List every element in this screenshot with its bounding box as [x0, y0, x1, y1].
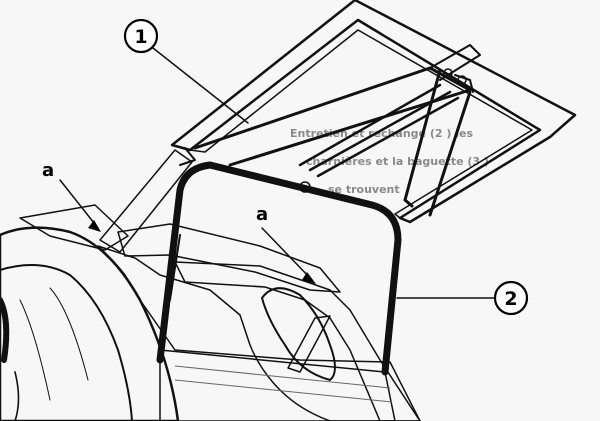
callout-2-label: 2: [504, 288, 517, 310]
cargo-opening: [97, 223, 421, 421]
bleed-line-1: Entretien et rechange (2 ) les: [290, 127, 473, 140]
arrow-center-a: [302, 272, 316, 284]
callout-1-label: 1: [134, 26, 147, 48]
label-a-center: a: [256, 204, 268, 225]
arrow-left-a: [88, 220, 101, 232]
car-body: [0, 226, 180, 421]
luggage-frame: [156, 161, 402, 376]
tailgate-window: [170, 0, 577, 224]
roof-seal: [19, 204, 129, 251]
callout-1-circle: [123, 18, 159, 54]
label-a-left: a: [42, 160, 54, 181]
bleed-line-3: se trouvent: [328, 183, 400, 196]
callout-1: 1: [123, 18, 159, 54]
callout-2-circle: [493, 280, 529, 316]
leader-lines: [59, 47, 496, 299]
callout-2: 2: [493, 280, 529, 316]
